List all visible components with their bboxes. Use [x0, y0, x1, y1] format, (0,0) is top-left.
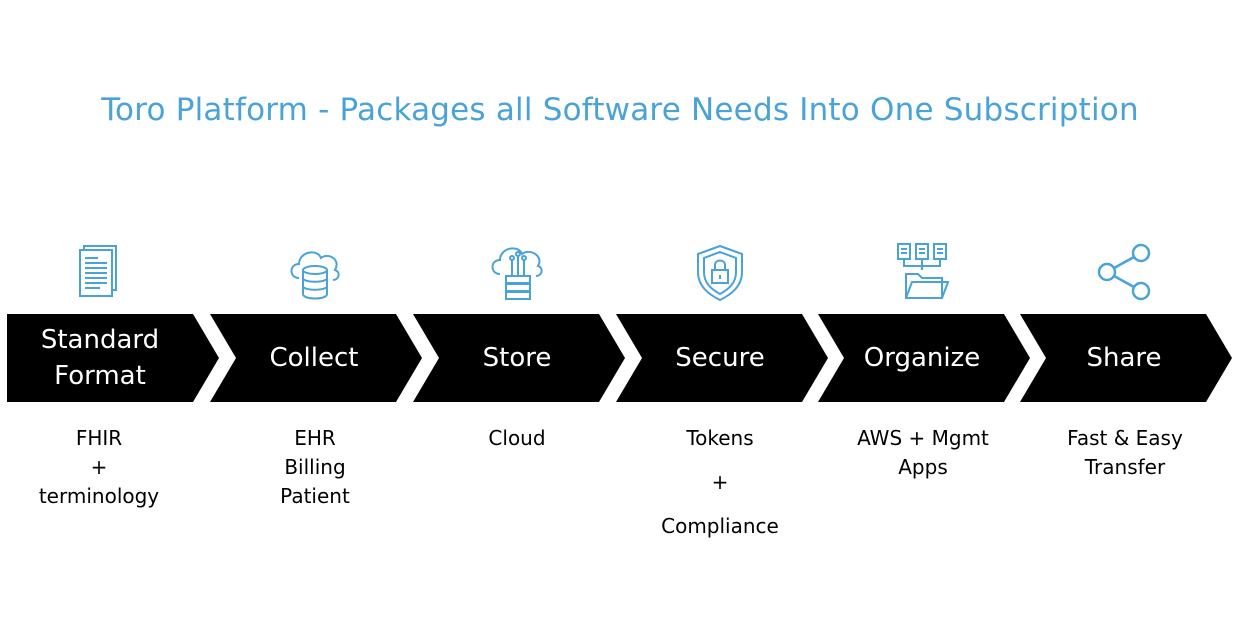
- folder-documents-icon: [892, 240, 956, 304]
- step-description-secure: Tokens + Compliance: [661, 426, 779, 538]
- step-description-share: Fast & Easy Transfer: [1067, 426, 1183, 479]
- step-description-store: Cloud: [488, 426, 546, 450]
- step-description-organize: AWS + Mgmt Apps: [857, 426, 989, 479]
- step-description-standard-format: FHIR + terminology: [38, 426, 160, 508]
- step-share: Share: [1020, 314, 1232, 402]
- shield-lock-icon: [688, 240, 752, 304]
- step-organize: Organize: [818, 314, 1030, 402]
- step-label: Share: [1086, 343, 1162, 373]
- step-description-collect: EHR Billing Patient: [280, 426, 350, 508]
- share-icon: [1093, 240, 1157, 304]
- cloud-server-icon: [486, 240, 550, 304]
- cloud-database-icon: [283, 240, 347, 304]
- step-label: Collect: [269, 343, 359, 373]
- step-store: Store: [413, 314, 625, 402]
- step-collect: Collect: [210, 314, 422, 402]
- step-label: Organize: [863, 343, 981, 373]
- document-icon: [66, 240, 130, 304]
- step-label: Store: [482, 343, 552, 373]
- step-secure: Secure: [616, 314, 828, 402]
- step-label: Secure: [675, 343, 765, 373]
- page-title: Toro Platform - Packages all Software Ne…: [101, 92, 1139, 128]
